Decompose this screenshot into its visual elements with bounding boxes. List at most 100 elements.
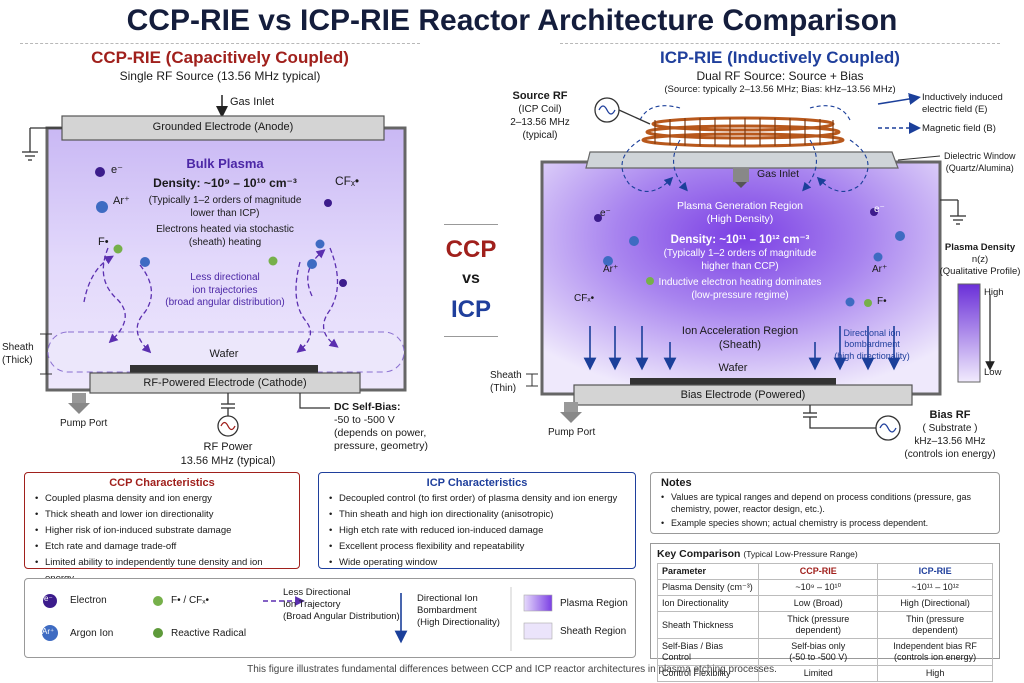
- icp-reactor-diagram: [526, 93, 995, 441]
- ccp-characteristics-list: Coupled plasma density and ion energy Th…: [35, 491, 289, 587]
- icp-fluorine-label: F•: [877, 296, 887, 307]
- icp-profile-high-label: High: [984, 287, 1004, 298]
- icp-argon-label-right: Ar⁺: [872, 264, 888, 275]
- icp-argon-particle: [629, 236, 639, 246]
- icp-wafer-label: Wafer: [718, 362, 748, 374]
- ccp-heating-label: Electrons heated via stochastic(sheath) …: [156, 224, 294, 248]
- icp-pump-label: Pump Port: [548, 427, 596, 438]
- table-row: Sheath Thickness Thick (pressure depende…: [656, 611, 993, 639]
- list-item: High etch rate with reduced ion-induced …: [329, 523, 625, 539]
- icp-pump-port-icon: [560, 402, 582, 423]
- icp-dielectric-pointer: [897, 155, 941, 161]
- table-cell: Independent bias RF (controls ion energy…: [877, 638, 993, 666]
- left-header-divider: [20, 43, 420, 44]
- table-header: ICP-RIE: [877, 563, 993, 580]
- icp-ground-icon: [940, 199, 966, 225]
- ccp-pump-label: Pump Port: [60, 418, 108, 429]
- table-cell: Plasma Density (cm⁻³): [656, 579, 760, 596]
- legend-electron-icon: [43, 594, 57, 608]
- icp-characteristics-title: ICP Characteristics: [426, 477, 528, 489]
- table-cell: Sheath Thickness: [656, 611, 760, 639]
- icp-subheader-note: (Source: typically 2–13.56 MHz; Bias: kH…: [664, 84, 896, 95]
- ccp-characteristics-box: CCP Characteristics Coupled plasma densi…: [24, 472, 300, 584]
- figure-caption: This figure illustrates fundamental diff…: [247, 664, 777, 675]
- icp-source-rf-label: Source RF(ICP Coil)2–13.56 MHz(typical): [510, 90, 570, 141]
- ccp-dc-bias-line: [299, 393, 330, 409]
- icp-argon-label-left: Ar⁺: [603, 264, 619, 275]
- icp-radical-particle: [646, 277, 654, 285]
- icp-wafer: [630, 378, 836, 385]
- table-cell: Thick (pressure dependent): [758, 611, 879, 639]
- list-item: Thin sheath and high ion directionality …: [329, 507, 625, 523]
- table-row: Self-Bias / Bias Control Self-bias only …: [656, 638, 993, 666]
- ccp-density-label: Density: ~10⁹ – 10¹⁰ cm⁻³: [153, 176, 297, 190]
- notes-list: Values are typical ranges and depend on …: [661, 491, 989, 529]
- ccp-pump-port-icon: [68, 393, 90, 414]
- table-row: Plasma Density (cm⁻³) ~10⁹ – 10¹⁰ ~10¹¹ …: [656, 579, 993, 596]
- icp-argon-particle: [873, 252, 883, 262]
- ccp-dc-bias-label: DC Self-Bias:-50 to -500 V(depends on po…: [334, 401, 428, 452]
- list-item: Coupled plasma density and ion energy: [35, 491, 289, 507]
- legend-fcfx-label: F• / CFₓ•: [171, 595, 210, 606]
- ccp-bottom-electrode: [89, 372, 361, 394]
- legend-fcfx-icon: [153, 596, 163, 606]
- center-vs-label: vs: [462, 270, 480, 287]
- table-header: CCP-RIE: [758, 563, 879, 580]
- ccp-argon-particle: [307, 259, 317, 269]
- ccp-top-electrode-label: Grounded Electrode (Anode): [152, 121, 294, 133]
- ccp-header: CCP-RIE (Capacitively Coupled): [91, 48, 349, 67]
- ccp-argon-particle: [140, 257, 150, 267]
- notes-box: Notes Values are typical ranges and depe…: [650, 472, 1000, 534]
- center-divider-bottom: [444, 336, 498, 337]
- ccp-electron-particle: [95, 167, 105, 177]
- icp-density-profile-bar: [957, 283, 981, 383]
- key-comparison-table: Parameter CCP-RIE ICP-RIE Plasma Density…: [656, 563, 993, 682]
- ccp-fluorine-label: F•: [98, 236, 109, 248]
- table-header: Parameter: [656, 563, 760, 580]
- icp-electron-particle: [594, 214, 602, 222]
- legend-argon-symbol: Ar⁺: [42, 627, 55, 636]
- icp-cfx-label: CFₓ•: [574, 293, 595, 304]
- ccp-top-electrode: [61, 115, 385, 141]
- icp-subheader: Dual RF Source: Source + Bias: [696, 69, 864, 83]
- list-item: Wide operating window: [329, 555, 625, 571]
- icp-electron-label-left: e⁻: [600, 208, 611, 219]
- ccp-bottom-electrode-label: RF-Powered Electrode (Cathode): [143, 377, 307, 389]
- icp-dielectric-label: Dielectric Window(Quartz/Alumina): [944, 151, 1016, 173]
- table-header-row: Parameter CCP-RIE ICP-RIE: [656, 563, 993, 580]
- icp-coil-icon: [641, 116, 845, 148]
- list-item: Thick sheath and lower ion directionalit…: [35, 507, 289, 523]
- table-cell: Limited: [758, 665, 879, 682]
- ccp-radical-particle: [268, 256, 278, 266]
- ccp-electron-particle: [324, 199, 332, 207]
- ccp-gas-inlet-label: Gas Inlet: [230, 96, 275, 108]
- list-item: Values are typical ranges and depend on …: [661, 491, 989, 515]
- table-cell: Self-Bias / Bias Control: [656, 638, 760, 666]
- list-item: Decoupled control (to first order) of pl…: [329, 491, 625, 507]
- page-title: CCP-RIE vs ICP-RIE Reactor Architecture …: [126, 4, 898, 37]
- icp-profile-low-label: Low: [984, 367, 1002, 378]
- list-item: Etch rate and damage trade-off: [35, 539, 289, 555]
- icp-bias-rf-icon: [803, 405, 901, 441]
- icp-bottom-electrode-label: Bias Electrode (Powered): [680, 389, 806, 401]
- legend-radical-label: Reactive Radical: [171, 628, 247, 639]
- icp-sheath-label: Sheath(Thin): [490, 370, 522, 394]
- legend-radical-icon: [153, 628, 163, 638]
- icp-gas-inlet-nozzle: [733, 168, 749, 182]
- right-header-divider: [560, 43, 1000, 44]
- legend-icons: [42, 587, 553, 651]
- table-cell: Control Flexibility: [656, 665, 760, 682]
- ccp-electron-particle: [339, 279, 347, 287]
- ccp-sheath-region: [47, 331, 405, 373]
- ccp-ground-icon: [22, 127, 62, 161]
- icp-magnetic-field-lines: [621, 105, 869, 192]
- center-ccp-label: CCP: [445, 236, 497, 263]
- ccp-wafer: [130, 365, 318, 373]
- icp-gas-inlet-arrow: [735, 182, 747, 188]
- ccp-characteristics-title: CCP Characteristics: [109, 477, 215, 489]
- ccp-bulk-plasma-label: Bulk Plasma: [186, 156, 264, 171]
- icp-heating-label: Inductive electron heating dominates(low…: [658, 277, 822, 301]
- list-item: Excellent process flexibility and repeat…: [329, 539, 625, 555]
- ccp-cfx-label: CFₓ•: [335, 174, 360, 188]
